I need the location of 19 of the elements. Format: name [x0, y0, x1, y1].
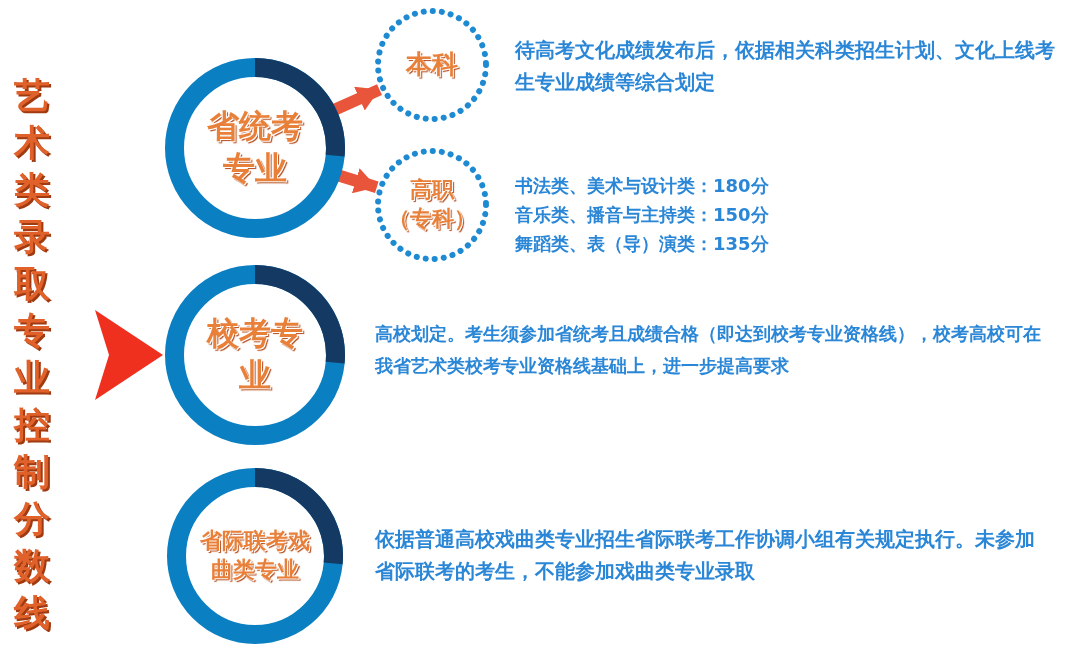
ring-circle	[165, 58, 345, 238]
description-text: 书法类、美术与设计类：180分	[515, 174, 770, 198]
description-text: 音乐类、播音与主持类：150分	[515, 203, 770, 227]
description-text: 高校划定。考生须参加省统考且成绩合格（即达到校考专业资格线），校考高校可在我省艺术类校考专业资格线基础上，进一步提高要求	[375, 322, 1042, 378]
vertical-title: 艺术类录取专业控制分数线	[14, 74, 51, 635]
ring-circle	[167, 468, 343, 644]
dotted-circle	[374, 7, 490, 123]
description-text: 依据普通高校戏曲类专业招生省际联考工作协调小组有关规定执行。未参加省际联考的考生，不能参加戏曲类专业录取	[375, 526, 1036, 585]
circle-label: 省际联考戏曲类专业	[199, 527, 311, 584]
description-text: 舞蹈类、表（导）演类：135分	[515, 232, 770, 256]
arrow	[336, 168, 379, 194]
circle-label: 校考专业	[205, 313, 304, 396]
description-text: 待高考文化成绩发布后，依据相关科类招生计划、文化上线考生专业成绩等综合划定	[515, 37, 1056, 96]
dotted-circle	[374, 147, 490, 263]
circle-label: 高职（专科）	[387, 176, 477, 233]
ring-circle	[165, 265, 345, 445]
circle-label: 省统考专业	[206, 106, 304, 189]
circle-label: 本科	[405, 48, 459, 82]
arrow	[332, 84, 382, 116]
